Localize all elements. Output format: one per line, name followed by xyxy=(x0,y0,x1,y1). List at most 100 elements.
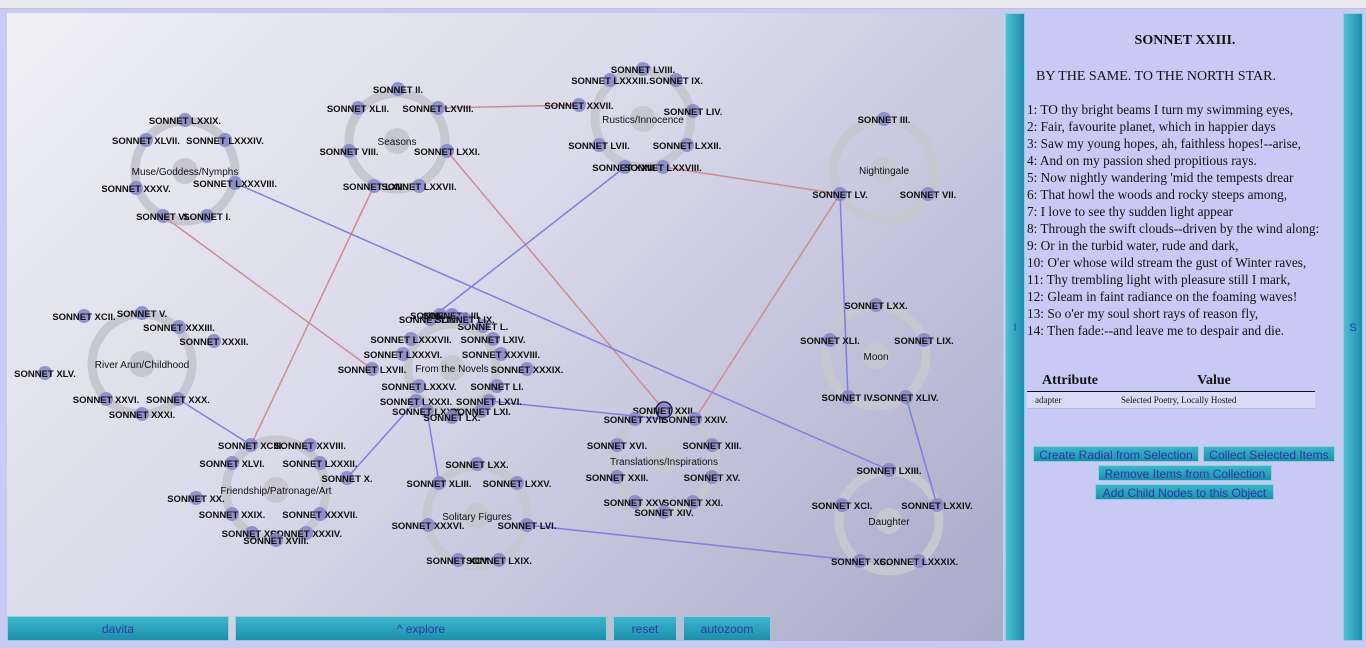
sonnet-node[interactable] xyxy=(135,407,149,421)
sonnet-node[interactable] xyxy=(269,533,283,547)
sonnet-node[interactable] xyxy=(342,144,356,158)
create-radial-button[interactable]: Create Radial from Selection xyxy=(1033,446,1199,462)
sonnet-node[interactable] xyxy=(367,179,381,193)
sonnet-node[interactable] xyxy=(869,298,883,312)
autozoom-button[interactable]: autozoom xyxy=(683,616,771,641)
sonnet-node[interactable] xyxy=(930,498,944,512)
sonnet-node[interactable] xyxy=(520,518,534,532)
group-center[interactable] xyxy=(871,157,897,183)
group-center[interactable] xyxy=(439,355,465,381)
right-splitter[interactable]: S xyxy=(1343,13,1363,641)
sonnet-node[interactable] xyxy=(432,476,446,490)
sonnet-node[interactable] xyxy=(656,160,670,174)
sonnet-node[interactable] xyxy=(244,438,258,452)
sonnet-node[interactable] xyxy=(474,404,488,418)
sonnet-node[interactable] xyxy=(200,209,214,223)
sonnet-node[interactable] xyxy=(178,113,192,127)
sonnet-node[interactable] xyxy=(409,394,423,408)
sonnet-node[interactable] xyxy=(686,495,700,509)
sonnet-node[interactable] xyxy=(445,308,459,322)
sonnet-node[interactable] xyxy=(139,133,153,147)
sonnet-node[interactable] xyxy=(189,491,203,505)
sonnet-node[interactable] xyxy=(490,379,504,393)
sonnet-node[interactable] xyxy=(841,390,855,404)
group-center[interactable] xyxy=(172,158,198,184)
davita-button[interactable]: davita xyxy=(7,616,229,641)
sonnet-node[interactable] xyxy=(520,362,534,376)
sonnet-node[interactable] xyxy=(396,347,410,361)
sonnet-node[interactable] xyxy=(492,553,506,567)
group-center[interactable] xyxy=(384,128,410,154)
sonnet-node[interactable] xyxy=(618,160,632,174)
sonnet-node[interactable] xyxy=(592,138,606,152)
sonnet-node[interactable] xyxy=(657,403,671,417)
sonnet-node[interactable] xyxy=(404,332,418,346)
sonnet-node[interactable] xyxy=(921,187,935,201)
collect-selected-button[interactable]: Collect Selected Items xyxy=(1203,446,1335,462)
sonnet-node[interactable] xyxy=(225,507,239,521)
sonnet-node[interactable] xyxy=(833,187,847,201)
sonnet-node[interactable] xyxy=(440,144,454,158)
sonnet-node[interactable] xyxy=(486,332,500,346)
sonnet-node[interactable] xyxy=(303,438,317,452)
sonnet-node[interactable] xyxy=(420,404,434,418)
sonnet-node[interactable] xyxy=(835,498,849,512)
sonnet-node[interactable] xyxy=(77,309,91,323)
sonnet-node[interactable] xyxy=(510,476,524,490)
sonnet-node[interactable] xyxy=(99,392,113,406)
sonnet-node[interactable] xyxy=(657,505,671,519)
sonnet-node[interactable] xyxy=(610,438,624,452)
sonnet-node[interactable] xyxy=(572,98,586,112)
sonnet-node[interactable] xyxy=(705,470,719,484)
group-center[interactable] xyxy=(651,448,677,474)
sonnet-node[interactable] xyxy=(351,101,365,115)
sonnet-node[interactable] xyxy=(636,62,650,76)
sonnet-node[interactable] xyxy=(228,176,242,190)
group-center[interactable] xyxy=(129,351,155,377)
reset-button[interactable]: reset xyxy=(613,616,677,641)
sonnet-node[interactable] xyxy=(412,179,426,193)
sonnet-node[interactable] xyxy=(365,362,379,376)
remove-items-button[interactable]: Remove Items from Collection xyxy=(1098,465,1272,481)
sonnet-node[interactable] xyxy=(172,320,186,334)
sonnet-node[interactable] xyxy=(129,181,143,195)
sonnet-node[interactable] xyxy=(603,73,617,87)
sonnet-node[interactable] xyxy=(899,390,913,404)
sonnet-node[interactable] xyxy=(313,456,327,470)
sonnet-node[interactable] xyxy=(470,457,484,471)
sonnet-node[interactable] xyxy=(458,312,472,326)
sonnet-node[interactable] xyxy=(705,438,719,452)
sonnet-node[interactable] xyxy=(391,82,405,96)
sonnet-node[interactable] xyxy=(135,306,149,320)
sonnet-node[interactable] xyxy=(38,366,52,380)
sonnet-node[interactable] xyxy=(494,347,508,361)
sonnet-node[interactable] xyxy=(482,394,496,408)
group-center[interactable] xyxy=(464,503,490,529)
sonnet-node[interactable] xyxy=(912,554,926,568)
sonnet-node[interactable] xyxy=(445,410,459,424)
left-splitter[interactable]: I xyxy=(1005,13,1025,641)
group-center[interactable] xyxy=(863,343,889,369)
sonnet-node[interactable] xyxy=(412,379,426,393)
group-center[interactable] xyxy=(263,477,289,503)
sonnet-node[interactable] xyxy=(628,495,642,509)
sonnet-node[interactable] xyxy=(853,554,867,568)
sonnet-node[interactable] xyxy=(225,456,239,470)
sonnet-node[interactable] xyxy=(669,73,683,87)
sonnet-node[interactable] xyxy=(680,138,694,152)
sonnet-node[interactable] xyxy=(218,133,232,147)
graph-svg[interactable]: Muse/Goddess/NymphsSeasonsRustics/Innoce… xyxy=(7,13,1003,641)
sonnet-node[interactable] xyxy=(476,319,490,333)
explore-button[interactable]: ^ explore xyxy=(235,616,607,641)
add-child-nodes-button[interactable]: Add Child Nodes to this Object xyxy=(1095,484,1274,500)
sonnet-node[interactable] xyxy=(917,333,931,347)
sonnet-node[interactable] xyxy=(299,526,313,540)
sonnet-node[interactable] xyxy=(313,507,327,521)
group-center[interactable] xyxy=(876,508,902,534)
sonnet-node[interactable] xyxy=(686,104,700,118)
sonnet-node[interactable] xyxy=(451,553,465,567)
sonnet-node[interactable] xyxy=(628,412,642,426)
sonnet-node[interactable] xyxy=(823,333,837,347)
sonnet-node[interactable] xyxy=(688,412,702,426)
sonnet-node[interactable] xyxy=(431,101,445,115)
